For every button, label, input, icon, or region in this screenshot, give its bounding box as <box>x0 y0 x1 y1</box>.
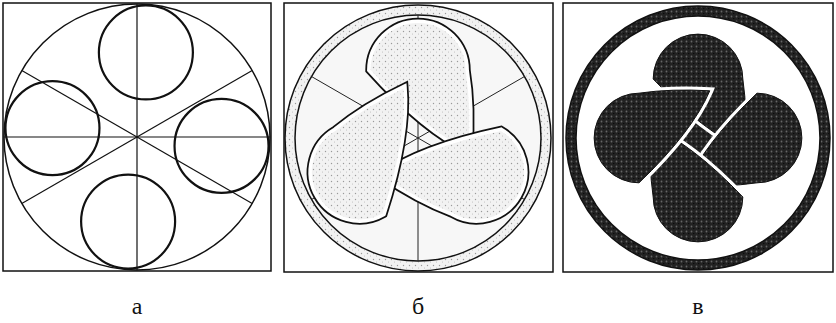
panel-a-drawing <box>3 3 271 271</box>
panel-b-drawing <box>284 3 553 272</box>
inner-field <box>576 16 820 260</box>
construction-circle <box>175 99 269 193</box>
panel-letter: а <box>132 294 143 318</box>
panel-letter: в <box>692 294 703 318</box>
construction-circle <box>81 175 175 269</box>
panel-letter: б <box>412 294 424 318</box>
inner-field <box>295 15 541 261</box>
panel-frame <box>3 3 271 271</box>
construction-line <box>22 71 252 204</box>
construction-circle <box>99 5 193 99</box>
panel-c-drawing <box>563 3 833 272</box>
construction-line <box>22 71 252 204</box>
tomoe-shape <box>594 90 710 183</box>
outer-ring <box>566 6 830 270</box>
tomoe-edge <box>594 90 710 183</box>
outer-circle <box>4 4 270 270</box>
panel-frame <box>563 3 833 272</box>
tomoe-outline <box>310 86 405 221</box>
tomoe-shape <box>310 86 405 221</box>
outer-ring <box>285 5 551 271</box>
panel-frame <box>284 3 553 272</box>
construction-circle <box>5 81 99 175</box>
